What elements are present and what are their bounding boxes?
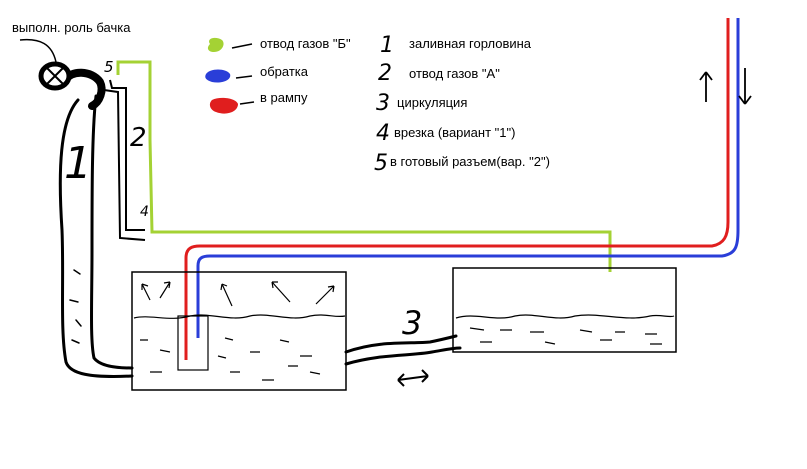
key-label-4: врезка (вариант "1"): [394, 125, 515, 140]
ramp-line: [184, 18, 730, 360]
gas-line-b: [116, 60, 612, 272]
filler-cap: [38, 61, 72, 91]
key-num-2: 2: [378, 61, 392, 86]
legend-label-gas-b: отвод газов "Б": [260, 36, 351, 51]
marker-four: 4: [140, 204, 149, 220]
return-line: [196, 18, 740, 338]
marker-three: 3: [402, 304, 422, 342]
legend-blue-swatch: [205, 69, 253, 83]
filler-neck-hose: [58, 68, 134, 378]
key-num-1: 1: [380, 33, 394, 58]
double-arrow: [397, 369, 429, 387]
key-label-1: заливная горловина: [409, 36, 532, 51]
right-tank: [452, 267, 677, 353]
marker-two: 2: [130, 123, 147, 153]
top-left-label: выполн. роль бачка: [12, 20, 131, 35]
key-label-2: отвод газов "А": [409, 66, 500, 81]
legend-red-swatch: [209, 97, 255, 114]
key-num-5: 5: [374, 151, 388, 176]
legend-label-ramp: в рампу: [260, 90, 308, 105]
key-num-4: 4: [376, 121, 390, 146]
circulation-pipe: [344, 334, 462, 366]
gas-vent-tube-a: [103, 79, 146, 241]
flow-arrows: [699, 68, 752, 105]
key-num-3: 3: [376, 91, 390, 116]
marker-five: 5: [104, 58, 114, 76]
key-label-5: в готовый разъем(вар. "2"): [390, 154, 550, 169]
marker-one: 1: [64, 138, 92, 189]
legend-label-return: обратка: [260, 64, 309, 79]
label-pointer: [19, 38, 57, 63]
left-tank: [131, 271, 347, 391]
key-label-3: циркуляция: [397, 95, 467, 110]
legend-green-swatch: [207, 37, 253, 52]
